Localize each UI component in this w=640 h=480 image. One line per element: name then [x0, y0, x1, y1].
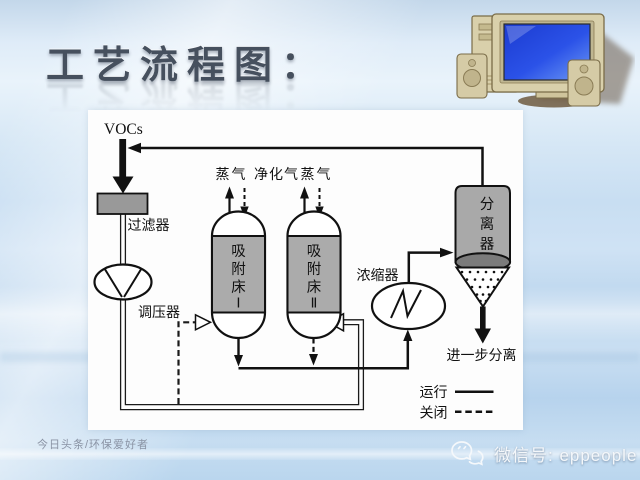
computer-illustration [456, 13, 634, 108]
further-separation-label: 进一步分离 [447, 347, 517, 364]
feed-pipe-running [119, 214, 365, 411]
computer-speaker-left [456, 53, 488, 99]
bed2-numeral: Ⅱ [311, 297, 318, 312]
bed2-char: 床 [307, 279, 322, 296]
regulator-label: 调压器 [138, 305, 180, 321]
regulator-valve [93, 263, 153, 301]
steam-label-left: 蒸气 [216, 167, 248, 183]
page-title: 工艺流程图： [46, 45, 329, 87]
title-block: 工艺流程图： 工艺流程图： [46, 34, 329, 118]
purified-gas-label: 净化气 [254, 167, 299, 183]
heater-zigzag-symbol [390, 287, 422, 320]
feed-pipe-closed [177, 321, 195, 404]
filter-box [96, 192, 149, 215]
desorbate-line-to-concentrator [238, 329, 413, 370]
wechat-id: 微信号: eppeople [494, 445, 638, 465]
separator: 分 离 器 [454, 185, 512, 309]
bed2-char: 附 [307, 261, 322, 278]
legend-closed-label: 关闭 [420, 406, 448, 422]
legend-running-label: 运行 [420, 385, 448, 401]
bed1-numeral: Ⅰ [236, 297, 240, 312]
bed2-char: 吸 [307, 244, 322, 260]
vocs-feed-arrow [112, 139, 134, 194]
separator-cone [454, 266, 511, 309]
process-flow-diagram: VOCs 过滤器 调压器 蒸气 净化气 蒸气 [93, 121, 517, 422]
bed1-char: 床 [231, 279, 246, 296]
computer-speaker-right [567, 59, 601, 107]
filter-label: 过滤器 [128, 218, 170, 234]
concentrator-label: 浓缩器 [357, 268, 399, 284]
further-separation-arrow [474, 306, 491, 344]
separator-char: 分 [480, 196, 495, 213]
bed1-char: 附 [231, 261, 246, 278]
legend: 运行 关闭 [420, 385, 494, 422]
wechat-footer: 微信号: eppeople [449, 436, 637, 470]
bed1-char: 吸 [231, 244, 246, 260]
wechat-icon [451, 441, 484, 466]
source-credit: 今日头条/环保爱好者 [37, 439, 150, 451]
adsorption-bed-2: 吸 附 床 Ⅱ [286, 210, 342, 340]
adsorption-bed-1: 吸 附 床 Ⅰ [210, 210, 267, 340]
separator-char: 器 [480, 237, 495, 253]
bed1-inlet-open-arrow [194, 313, 213, 332]
separator-char: 离 [480, 216, 495, 233]
concentrator [370, 281, 447, 331]
steam-label-right: 蒸气 [301, 167, 333, 183]
recycle-line [127, 142, 484, 186]
line-to-separator [407, 247, 454, 284]
bed1-outlet-arrow [234, 338, 243, 367]
cone-dots [460, 270, 504, 303]
vocs-label: VOCs [104, 121, 143, 138]
bed2-outlet-arrow-dashed [309, 338, 318, 366]
